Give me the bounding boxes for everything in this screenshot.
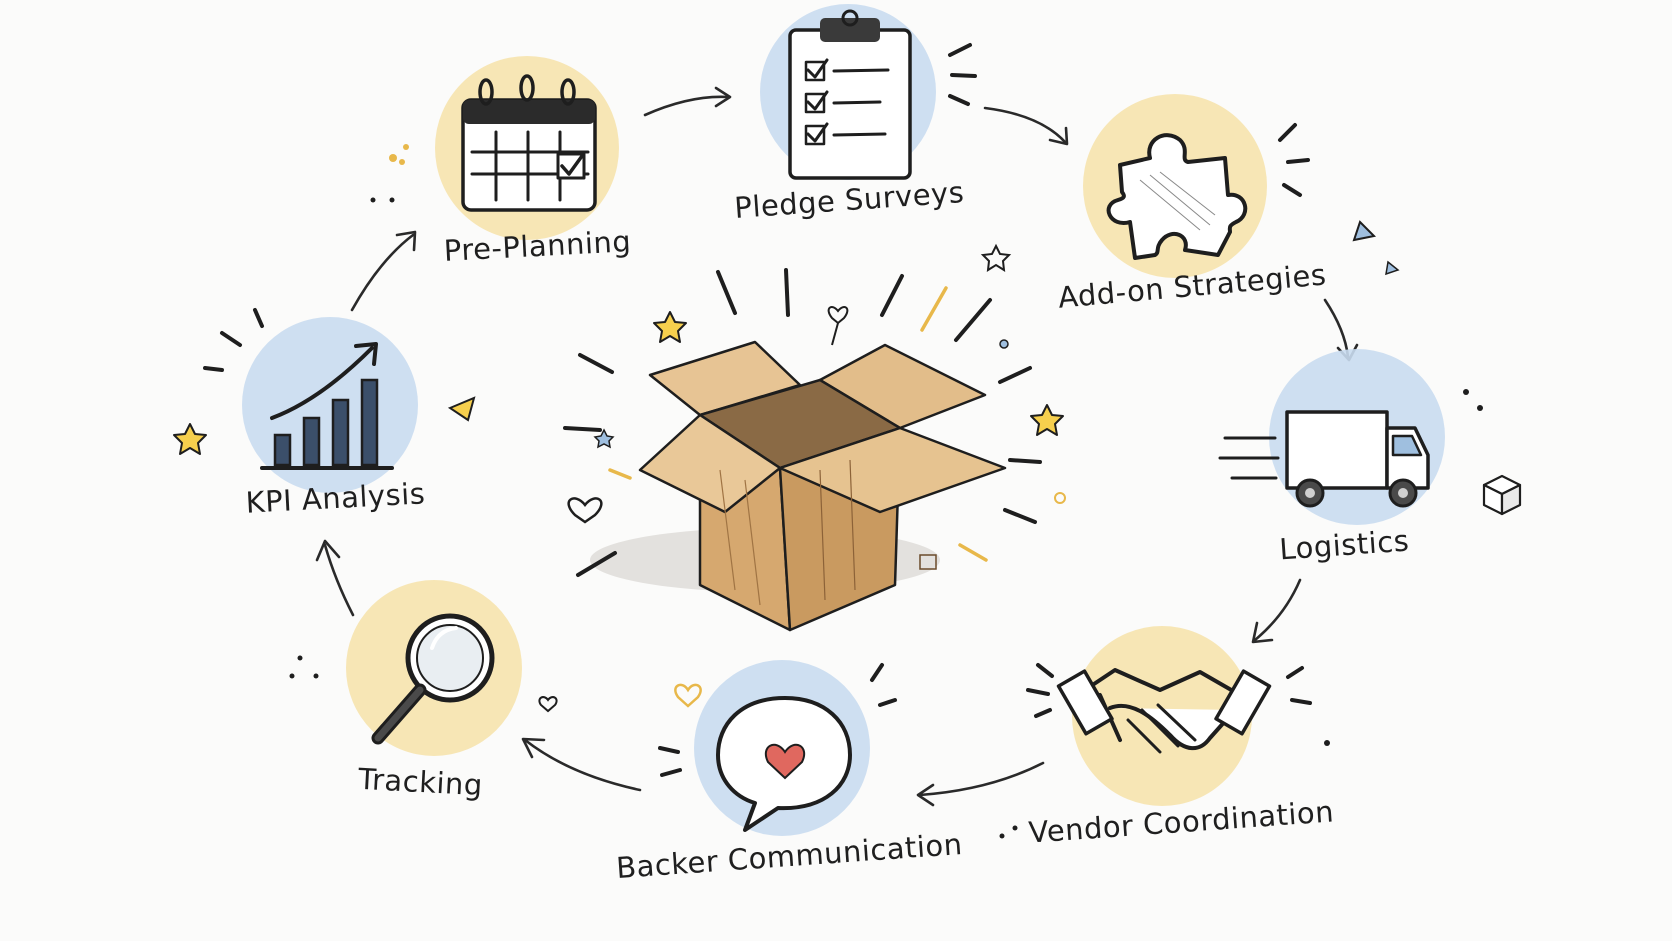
step-logistics: Logistics [1218, 349, 1522, 567]
handshake-icon [1056, 668, 1272, 754]
puzzle-piece-icon [1106, 133, 1248, 260]
heart-outline-icon [827, 306, 849, 325]
step-label-kpi-analysis: KPI Analysis [245, 476, 426, 519]
step-backer-communication: Backer Communication [538, 660, 964, 885]
star-outline-icon [980, 243, 1012, 272]
delivery-truck-icon [1218, 410, 1430, 508]
star-outline-icon [593, 428, 615, 449]
step-label-tracking: Tracking [356, 762, 483, 803]
star-icon [173, 423, 207, 455]
star-icon [653, 311, 687, 343]
step-vendor-coordination: Vendor Coordination [999, 626, 1335, 850]
calendar-icon [461, 74, 597, 212]
step-label-logistics: Logistics [1278, 524, 1410, 567]
speech-bubble-heart-icon [716, 696, 852, 832]
clipboard-checklist-icon [788, 9, 912, 180]
center-decorations [567, 243, 1066, 524]
bar-chart-growth-icon [260, 342, 394, 470]
heart-outline-icon [538, 696, 558, 713]
step-pledge-surveys: Pledge Surveys [733, 4, 977, 225]
paper-plane-icon [447, 396, 476, 422]
heart-outline-icon [567, 497, 603, 524]
step-kpi-analysis: KPI Analysis [173, 308, 476, 520]
cycle-arrows [315, 86, 1359, 807]
step-add-on-strategies: Add-on Strategies [1057, 94, 1400, 315]
open-cardboard-box-icon [563, 268, 1042, 632]
triangle-icon [1352, 220, 1377, 242]
star-icon [1030, 404, 1064, 436]
small-box-icon [1482, 474, 1522, 516]
step-label-pledge-surveys: Pledge Surveys [733, 175, 965, 225]
step-label-pre-planning: Pre-Planning [443, 224, 632, 268]
magnifying-glass-icon [371, 613, 495, 745]
step-pre-planning: Pre-Planning [370, 56, 632, 268]
heart-outline-icon [674, 683, 702, 708]
step-tracking: Tracking [289, 580, 522, 803]
triangle-icon [1385, 260, 1400, 276]
